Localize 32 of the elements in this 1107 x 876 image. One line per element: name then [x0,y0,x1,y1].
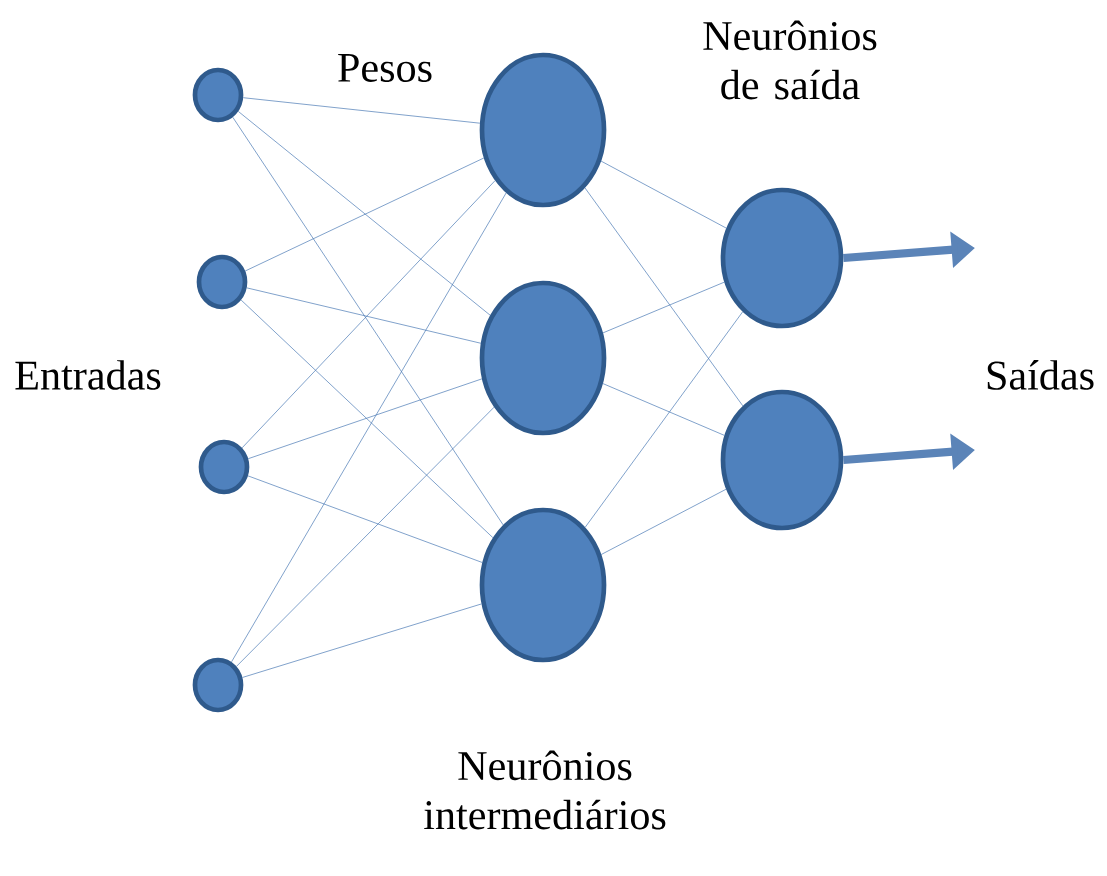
neuron-circle [720,187,844,329]
layer-label: Pesos [338,53,432,82]
connection-line [236,406,495,667]
connection-line [247,475,483,563]
connection-line [584,187,744,407]
connection-line [602,281,725,334]
neuron-circle [192,67,244,123]
connection-line [232,116,504,526]
connection-line [231,192,507,663]
connection-line [244,157,485,272]
layer-label: Saídas [987,360,1094,390]
connection-line [242,603,482,678]
neuron-circle [479,52,607,208]
neuron-circle [198,439,250,495]
neuron-circle [479,280,607,436]
connection-line [246,287,482,344]
layer-label: Neurônios intermediários [424,750,666,830]
connection-line [602,383,725,436]
connection-line [600,160,727,229]
neuron-circle [720,389,844,531]
connection-line [600,488,727,555]
connection-line [584,311,743,528]
connection-line [240,299,494,539]
connection-line [242,97,481,124]
connection-line [237,111,491,316]
layer-label: Entradas [15,360,161,390]
neuron-circle [479,507,607,663]
layer-label: Neurônios de saída [703,20,877,100]
neuron-circle [196,254,248,310]
connection-line [247,378,483,460]
neuron-circle [192,657,244,713]
connection-line [241,180,496,449]
